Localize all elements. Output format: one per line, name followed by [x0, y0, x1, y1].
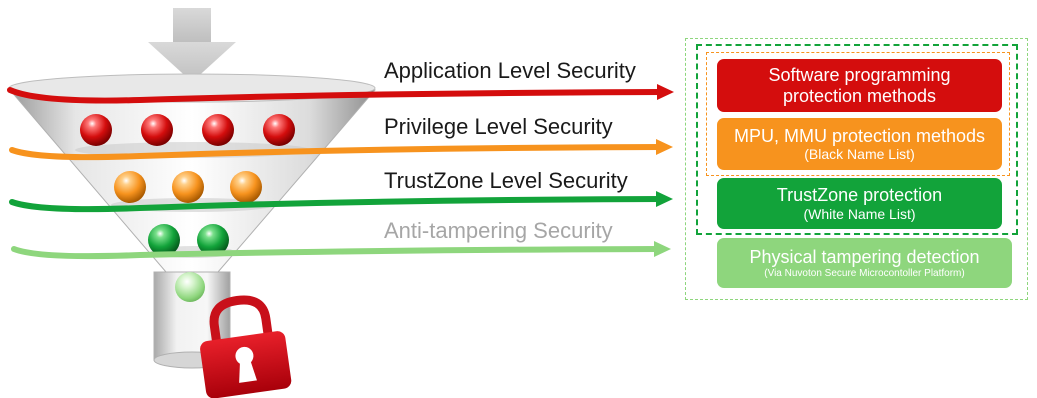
layer-label-privilege: Privilege Level Security — [384, 114, 613, 139]
red-ball — [202, 114, 234, 146]
layer-label-trustzone: TrustZone Level Security — [384, 168, 628, 193]
layer-label-application: Application Level Security — [384, 58, 636, 83]
red-ball — [141, 114, 173, 146]
lock-icon — [200, 295, 292, 398]
red-balls — [80, 114, 295, 146]
layer-label-anti-tampering: Anti-tampering Security — [384, 218, 613, 243]
green-ball — [148, 224, 180, 256]
box-line-2: (White Name List) — [803, 205, 916, 222]
anti-tampering-layer-arrow — [11, 241, 671, 260]
red-ball — [263, 114, 295, 146]
box-line-1: TrustZone protection — [776, 185, 943, 206]
green-ball — [197, 224, 229, 256]
red-ball — [80, 114, 112, 146]
box-line-1: Physical tampering detection — [749, 246, 980, 267]
trustzone-layer-arrow — [9, 191, 673, 213]
box-line-2: (Black Name List) — [804, 146, 915, 163]
orange-ball — [230, 171, 262, 203]
green-balls — [148, 224, 229, 256]
mpu-mmu-protection-box: MPU, MMU protection methods (Black Name … — [717, 118, 1002, 170]
outer-dashed-frame — [685, 38, 1028, 300]
inner-dashed-frame — [706, 52, 1010, 176]
privilege-layer-arrow — [9, 139, 673, 161]
middle-dashed-frame — [696, 44, 1018, 235]
orange-ball — [172, 171, 204, 203]
box-line-2: protection methods — [782, 85, 937, 106]
software-protection-box: Software programming protection methods — [717, 59, 1002, 112]
physical-tampering-box: Physical tampering detection (Via Nuvoto… — [717, 238, 1012, 288]
funnel-icon — [8, 73, 376, 369]
box-line-2: (Via Nuvoton Secure Microcontoller Platf… — [764, 267, 965, 279]
trustzone-protection-box: TrustZone protection (White Name List) — [717, 178, 1002, 229]
orange-balls — [114, 171, 262, 203]
box-line-1: MPU, MMU protection methods — [733, 125, 986, 146]
orange-ball — [114, 171, 146, 203]
application-layer-arrow — [7, 84, 674, 104]
light-green-ball — [175, 272, 205, 302]
input-arrow-icon — [148, 8, 236, 82]
box-line-1: Software programming — [768, 64, 951, 85]
